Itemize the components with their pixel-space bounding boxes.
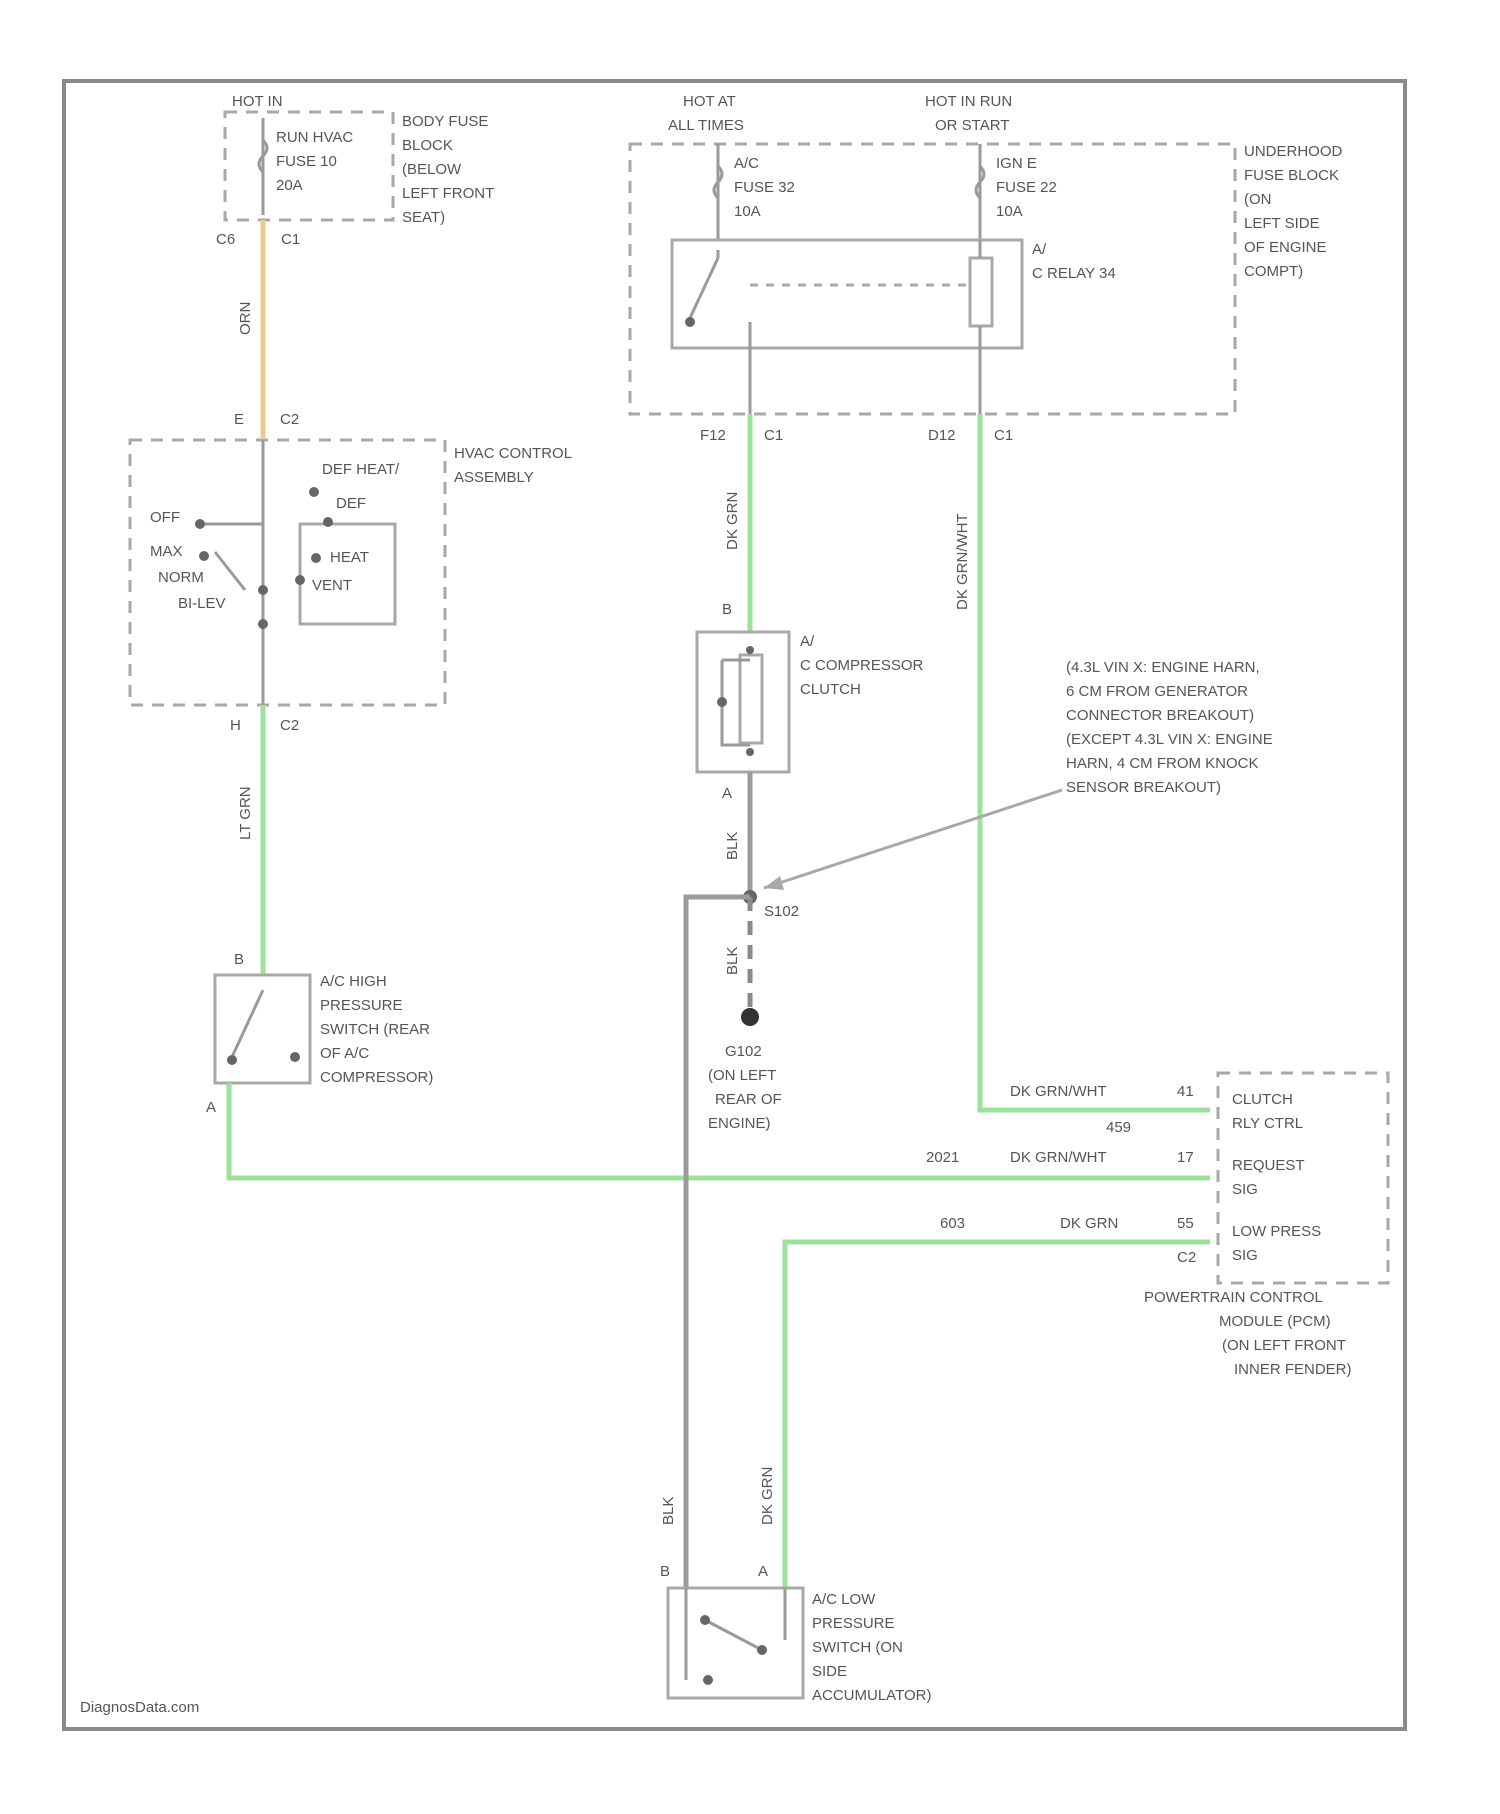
hvac-conn-c2-top: C2 [280, 411, 299, 428]
max-dot [199, 551, 209, 561]
body-fuse-block-name: BODY FUSE BLOCK (BELOW LEFT FRONT SEAT) [402, 113, 498, 226]
hot-all-times-label: HOT AT ALL TIMES [668, 93, 744, 134]
splice-id: S102 [764, 903, 799, 920]
comp-pin-a: A [722, 785, 732, 802]
conn-d12: D12 [928, 427, 956, 444]
mode-off: OFF [150, 509, 180, 526]
mode-vent: VENT [312, 577, 352, 594]
hvac-conn-c2-bottom: C2 [280, 717, 299, 734]
clutch-out-dot [746, 748, 754, 756]
lp-switch-pin-b: B [660, 1563, 670, 1580]
ground-id: G102 [725, 1043, 762, 1060]
pcm-row4-circuit: 603 [940, 1215, 965, 1232]
splice-pointer [764, 790, 1062, 888]
pcm-row1-desc: CLUTCH RLY CTRL [1232, 1091, 1303, 1132]
dk-grn-comp-label: DK GRN [724, 492, 741, 550]
relay-contact-dot [685, 317, 695, 327]
underhood-fuse-block-name: UNDERHOOD FUSE BLOCK (ON LEFT SIDE OF EN… [1244, 143, 1347, 280]
dk-grn-low-label: DK GRN [759, 1467, 776, 1525]
conn-c1-right: C1 [994, 427, 1013, 444]
lt-grn-wire-label: LT GRN [237, 786, 254, 840]
ground-g102 [741, 1008, 759, 1026]
hvac-pin-e: E [234, 411, 244, 428]
mode-norm: NORM [158, 569, 204, 586]
pcm-row4-pin: 55 [1177, 1215, 1194, 1232]
comp-pin-b: B [722, 601, 732, 618]
clutch-diode [717, 697, 727, 707]
hp-switch-dot-a [227, 1055, 237, 1065]
low-pressure-switch-box [668, 1588, 803, 1698]
conn-c6: C6 [216, 231, 235, 248]
pcm-row3-circuit: 2021 [926, 1149, 959, 1166]
mode-def: DEF [336, 495, 366, 512]
orange-wire-label: ORN [237, 302, 254, 335]
lp-contact-dot-2 [757, 1645, 767, 1655]
norm-dot [258, 585, 268, 595]
off-dot [195, 519, 205, 529]
ground-location: (ON LEFT REAR OF ENGINE) [708, 1067, 786, 1132]
conn-c1-top: C1 [281, 231, 300, 248]
pcm-row2-circuit: 459 [1106, 1119, 1131, 1136]
splice-pointer-arrow [764, 876, 784, 890]
ac-fuse-label: A/C FUSE 32 10A [734, 155, 799, 220]
blk-low-wire [686, 897, 750, 1588]
hot-run-start-label: HOT IN RUN OR START [925, 93, 1016, 134]
compressor-clutch-name: A/ C COMPRESSOR CLUTCH [800, 633, 928, 698]
ac-relay-name: A/ C RELAY 34 [1032, 241, 1116, 282]
dkgrn-wht-label: DK GRN/WHT [954, 513, 971, 610]
pcm-row1-color: DK GRN/WHT [1010, 1083, 1107, 1100]
hot-run-label: HOT IN [232, 93, 283, 110]
pcm-row4-color: DK GRN [1060, 1215, 1118, 1232]
pcm-row3-color: DK GRN/WHT [1010, 1149, 1107, 1166]
lp-contact-dot-1 [700, 1615, 710, 1625]
hp-switch-dot-b [290, 1052, 300, 1062]
mode-bilev: BI-LEV [178, 595, 226, 612]
splice-note: (4.3L VIN X: ENGINE HARN, 6 CM FROM GENE… [1066, 659, 1277, 796]
blk-low-label: BLK [660, 1497, 677, 1525]
hvac-mode-box [300, 524, 395, 624]
lp-contact-dot-3 [703, 1675, 713, 1685]
pcm-row3-pin: 17 [1177, 1149, 1194, 1166]
clutch-in-dot [746, 646, 754, 654]
hp-switch-pin-a: A [206, 1099, 216, 1116]
hvac-selector-switch [215, 552, 245, 590]
lp-switch-pin-a: A [758, 1563, 768, 1580]
mode-def-heat: DEF HEAT/ [322, 461, 400, 478]
vent-dot [295, 575, 305, 585]
relay-coil [970, 258, 992, 326]
mode-max: MAX [150, 543, 183, 560]
hvac-control-name: HVAC CONTROL ASSEMBLY [454, 445, 576, 486]
pcm-name: POWERTRAIN CONTROL MODULE (PCM) (ON LEFT… [1144, 1289, 1352, 1378]
low-pressure-switch-name: A/C LOW PRESSURE SWITCH (ON SIDE ACCUMUL… [812, 1591, 931, 1704]
blk-comp-label: BLK [724, 832, 741, 860]
mode-heat: HEAT [330, 549, 369, 566]
hp-switch-pin-b: B [234, 951, 244, 968]
high-pressure-switch-name: A/C HIGH PRESSURE SWITCH (REAR OF A/C CO… [320, 973, 434, 1086]
blk-ground-label: BLK [724, 947, 741, 975]
bilev-dot [258, 619, 268, 629]
pcm-row4-desc: LOW PRESS SIG [1232, 1223, 1325, 1264]
def-heat-dot [309, 487, 319, 497]
watermark: DiagnosData.com [80, 1699, 199, 1716]
conn-c1-left: C1 [764, 427, 783, 444]
body-fuse-label: RUN HVAC FUSE 10 20A [276, 129, 357, 194]
heat-dot [311, 553, 321, 563]
pcm-row1-pin: 41 [1177, 1083, 1194, 1100]
def-dot [323, 517, 333, 527]
hvac-pin-h: H [230, 717, 241, 734]
compressor-clutch-coil [740, 655, 762, 743]
pcm-conn: C2 [1177, 1249, 1196, 1266]
conn-f12: F12 [700, 427, 726, 444]
ign-fuse-label: IGN E FUSE 22 10A [996, 155, 1061, 220]
pcm-row3-desc: REQUEST SIG [1232, 1157, 1308, 1198]
